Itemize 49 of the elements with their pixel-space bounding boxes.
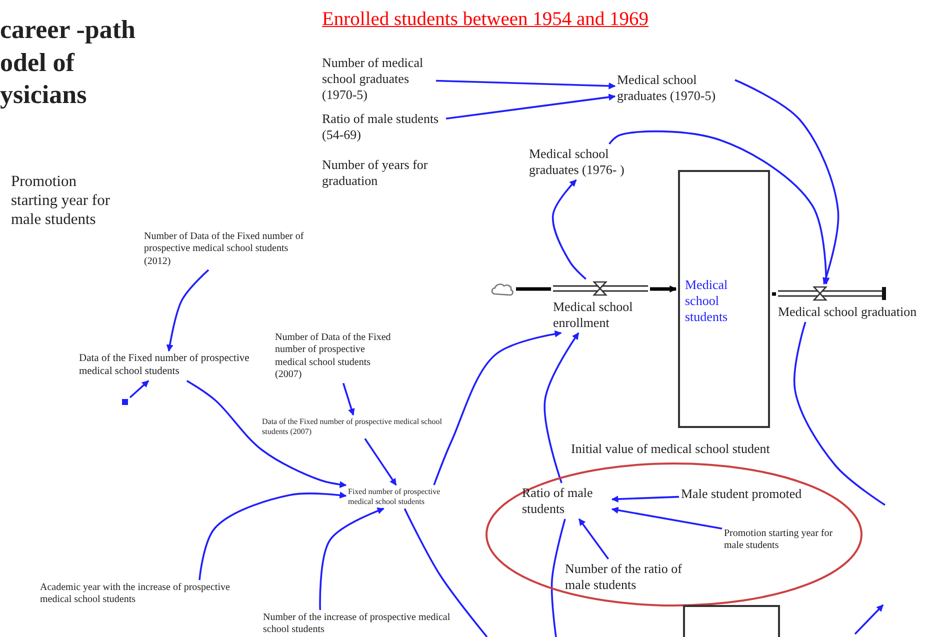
connector-line xyxy=(550,518,566,637)
variable-label: Initial value of medical school student xyxy=(571,441,770,457)
arrow xyxy=(436,80,616,90)
arrow xyxy=(186,380,347,488)
variable-label: Number of Data of the Fixed number of prospective medical school students (2012) xyxy=(144,231,309,268)
diagram-title: career -path odel of ysicians xyxy=(0,14,136,111)
variable-label: Number of medical school graduates (1970-5) xyxy=(322,55,434,103)
stock-box xyxy=(683,605,780,637)
variable-label: Ratio of male students xyxy=(522,485,610,517)
stock-box xyxy=(678,170,770,428)
arrow xyxy=(364,438,397,486)
arrow xyxy=(552,179,586,280)
arrow xyxy=(611,496,680,503)
variable-label: Number of the increase of prospective medical school students xyxy=(263,612,463,635)
variable-label: Promotion starting year for male students xyxy=(724,528,852,553)
stock-label: Medical school students xyxy=(685,277,729,325)
variable-label: Male student promoted xyxy=(681,486,831,502)
variable-label: Medical school graduates (1976- ) xyxy=(529,146,647,178)
arrow xyxy=(544,332,580,484)
arrow xyxy=(578,518,610,560)
heading: Enrolled students between 1954 and 1969 xyxy=(322,8,649,32)
variable-label: Medical school graduation xyxy=(778,304,918,320)
flow-pipe xyxy=(516,287,551,291)
arrow xyxy=(734,79,840,285)
arrow xyxy=(611,506,722,530)
variable-label: Fixed number of prospective medical school students xyxy=(348,487,460,507)
arrow xyxy=(198,492,347,580)
variable-label: Data of the Fixed number of prospective medical school students xyxy=(79,353,251,379)
variable-label: Academic year with the increase of prospective medical school students xyxy=(40,582,230,607)
variable-label: Medical school graduates (1970-5) xyxy=(617,72,739,104)
variable-label: Number of the ratio of male students xyxy=(565,561,707,593)
flow-pipe xyxy=(772,292,776,296)
arrow xyxy=(129,380,150,398)
connector-line xyxy=(404,508,488,637)
arrow xyxy=(433,330,562,486)
variable-label: Number of years for graduation xyxy=(322,157,429,189)
variable-label: Medical school enrollment xyxy=(553,299,634,331)
variable-label: Data of the Fixed number of prospective medical school students (2007) xyxy=(262,417,452,437)
variable-label: Promotion starting year for male students xyxy=(11,172,111,230)
arrow xyxy=(319,508,384,610)
flow-pipe xyxy=(650,286,677,292)
arrow xyxy=(446,94,616,120)
connector-line xyxy=(794,322,886,506)
arrow xyxy=(608,130,830,285)
variable-label: Number of Data of the Fixed number of prospective medical school students (2007) xyxy=(275,332,395,382)
arrow xyxy=(166,269,210,352)
variable-label: Ratio of male students (54-69) xyxy=(322,111,444,143)
arrow xyxy=(342,382,355,416)
square-marker xyxy=(122,399,128,405)
